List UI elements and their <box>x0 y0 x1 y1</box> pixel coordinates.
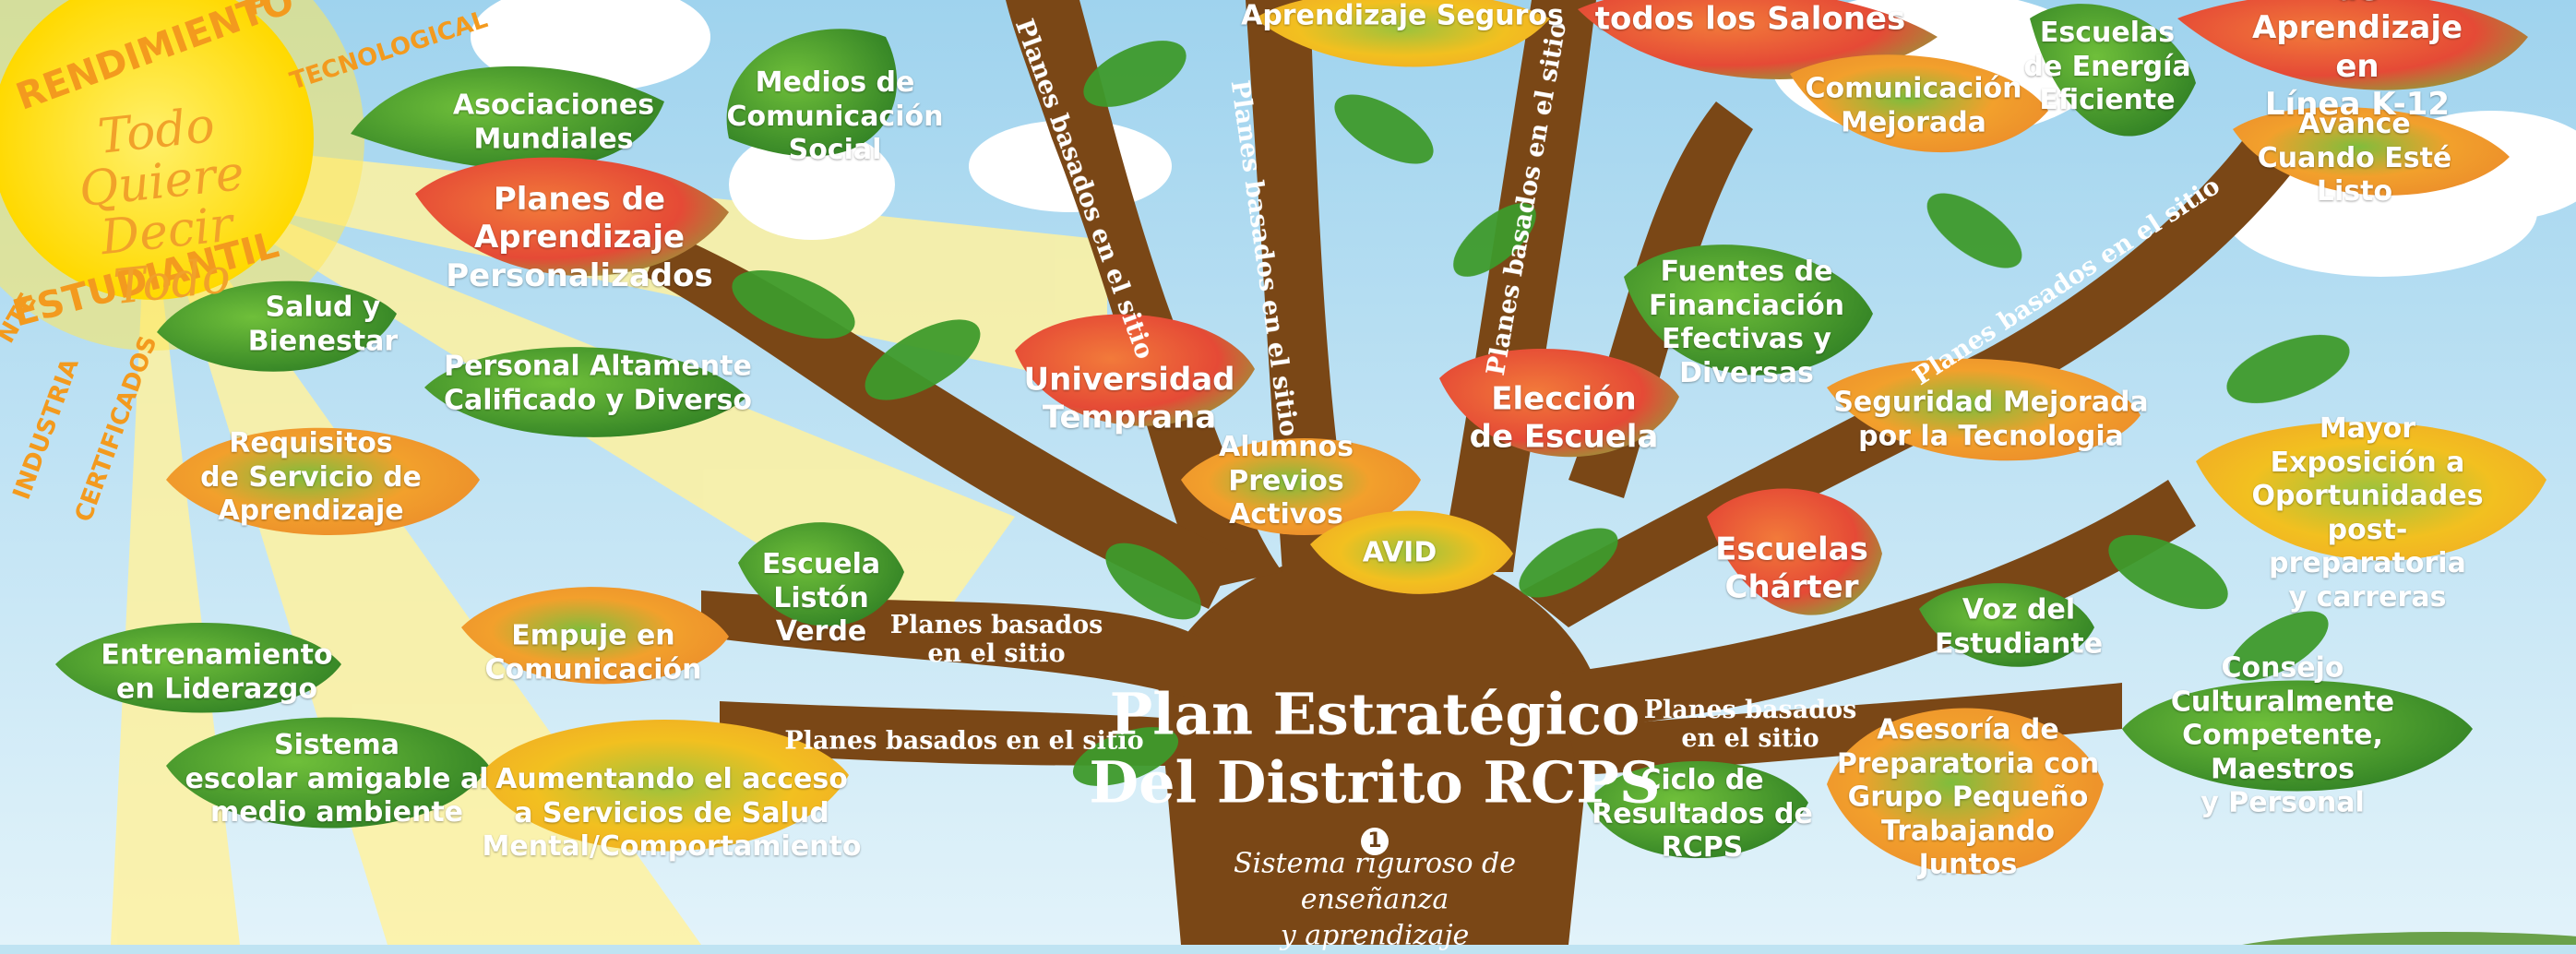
leaf-medios-comunicacion: Medios de Comunicación Social <box>726 66 944 167</box>
leaf-eleccion-escuela: Elección de Escuela <box>1469 380 1659 456</box>
leaf-sistema-amigable: Sistema escolar amigable al medio ambien… <box>185 729 489 829</box>
leaf-fuentes-financiacion: Fuentes de Financiación Efectivas y Dive… <box>1648 255 1845 389</box>
leaf-universidad-temprana: Universidad Temprana <box>1023 361 1235 436</box>
leaf-ciclo-resultados: Ciclo de Resultados de RCPS <box>1592 764 1813 865</box>
leaf-consejo-culturalmente: Consejo Culturalmente Competente, Maestr… <box>2170 651 2395 819</box>
leaf-escuelas-energia: Escuelas de Energía Eficiente <box>2023 17 2191 117</box>
leaf-avance: Avance Cuando Esté Listo <box>2257 108 2452 209</box>
leaf-voz-estudiante: Voz del Estudiante <box>1934 593 2104 660</box>
leaf-comunicacion-mejorada: Comunicación Mejorada <box>1805 72 2022 138</box>
branch-label-7: Planes basados en el sitio <box>1643 695 1857 753</box>
sun-motto: Todo Quiere Decir Todo <box>76 98 247 316</box>
leaf-entrenamiento-liderazgo: Entrenamiento en Liderazgo <box>101 638 333 705</box>
leaf-alumnos-previos: Alumnos Previos Activos <box>1219 431 1354 531</box>
leaf-todos-los-salones: todos los Salones <box>1594 0 1906 38</box>
trunk-title: Plan Estratégico Del Distrito RCPS <box>1089 680 1661 817</box>
leaf-salud-mental: Aumentando el acceso a Servicios de Salu… <box>482 763 862 864</box>
branch-label-5: Planes basados en el sitio <box>889 610 1103 668</box>
leaf-aprendizaje-seguros: Aprendizaje Seguros <box>1241 0 1564 32</box>
leaf-escuela-liston-verde: Escuela Listón Verde <box>761 548 881 649</box>
leaf-personal-calificado: Personal Altamente Calificado y Diverso <box>444 350 752 416</box>
branch-label-6: Planes basados en el sitio <box>784 726 1144 756</box>
leaf-avid: AVID <box>1362 536 1437 569</box>
leaf-mayor-exposicion: Mayor Exposición a Oportunidades post-pr… <box>2251 412 2484 614</box>
trunk-number-badge: 1 <box>1361 828 1389 855</box>
leaf-salud-bienestar: Salud y Bienestar <box>247 291 399 357</box>
leaf-asesoria-preparatoria: Asesoría de Preparatoria con Grupo Peque… <box>1836 713 2100 881</box>
trunk-subtitle: Sistema riguroso de enseñanza y aprendiz… <box>1233 847 1517 952</box>
leaf-requisitos-servicio: Requisitos de Servicio de Aprendizaje <box>200 427 422 528</box>
leaf-asociaciones-mundiales: Asociaciones Mundiales <box>452 89 655 155</box>
leaf-planes-personalizados: Planes de Aprendizaje Personalizados <box>446 180 713 294</box>
leaf-empuje-comunicacion: Empuje en Comunicación <box>484 619 702 686</box>
leaf-en-linea-k12: de Aprendizaje en Línea K-12 <box>2251 0 2463 124</box>
leaf-seguridad-tecnologia: Seguridad Mejorada por la Tecnologia <box>1833 386 2149 452</box>
leaf-escuelas-charter: Escuelas Chárter <box>1715 531 1868 606</box>
